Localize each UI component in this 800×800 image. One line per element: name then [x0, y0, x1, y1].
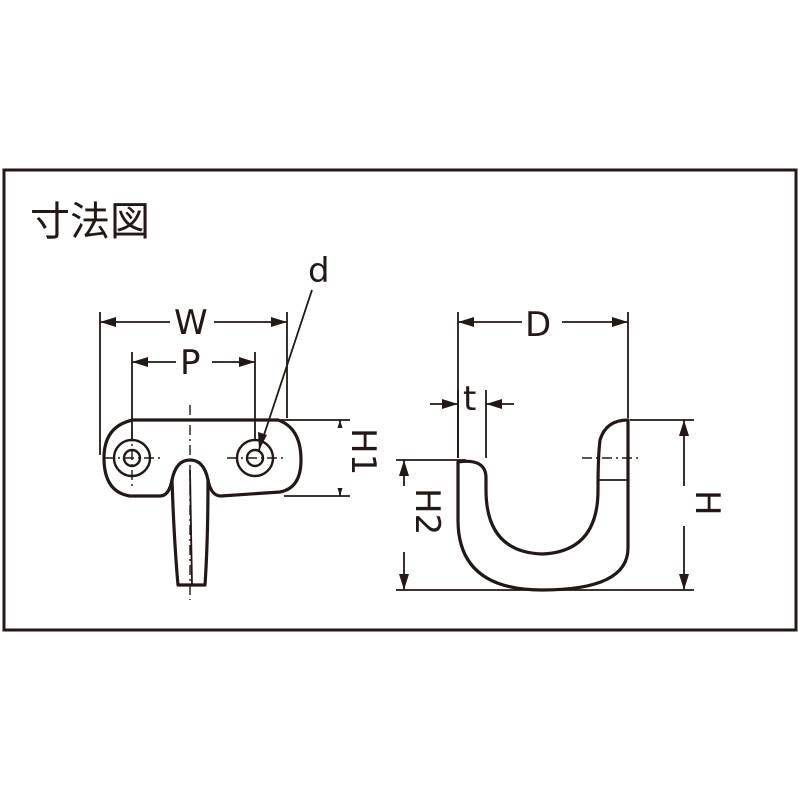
h1-label-bg: [324, 428, 356, 488]
h-arrow-bottom: [679, 574, 689, 590]
h-arrow-top: [679, 420, 689, 436]
p-arrow-left: [132, 357, 148, 367]
d-depth-arrow-right: [612, 317, 628, 327]
w-arrow-left: [100, 317, 116, 327]
drawing-frame: [2, 168, 798, 632]
d-depth-label-bg: [522, 300, 562, 336]
h-label: H: [687, 490, 727, 516]
side-view: D t H H2: [388, 300, 727, 592]
p-label-bg: [176, 340, 212, 376]
w-arrow-right: [271, 317, 287, 327]
t-arrow-left: [442, 399, 458, 409]
d-leader-line: [258, 289, 313, 451]
w-label: W: [174, 303, 208, 343]
drawing-title: 寸法図: [30, 199, 150, 245]
h2-arrow-bottom: [399, 574, 409, 590]
h2-label: H2: [407, 488, 447, 535]
h2-arrow-top: [399, 460, 409, 476]
d-depth-label: D: [525, 305, 551, 345]
t-arrow-right: [486, 399, 502, 409]
h2-label-bg: [388, 486, 420, 552]
h1-label: H1: [343, 428, 383, 475]
h-label-bg: [668, 486, 700, 526]
w-label-bg: [170, 300, 214, 336]
p-arrow-right: [239, 357, 255, 367]
front-view: W P d H1: [99, 251, 383, 600]
d-label: d: [308, 251, 330, 291]
d-leader-arrow: [258, 432, 267, 450]
p-label: P: [180, 343, 201, 383]
d-depth-arrow-left: [458, 317, 474, 327]
t-label: t: [463, 379, 476, 419]
j-hook-profile: [456, 418, 630, 592]
